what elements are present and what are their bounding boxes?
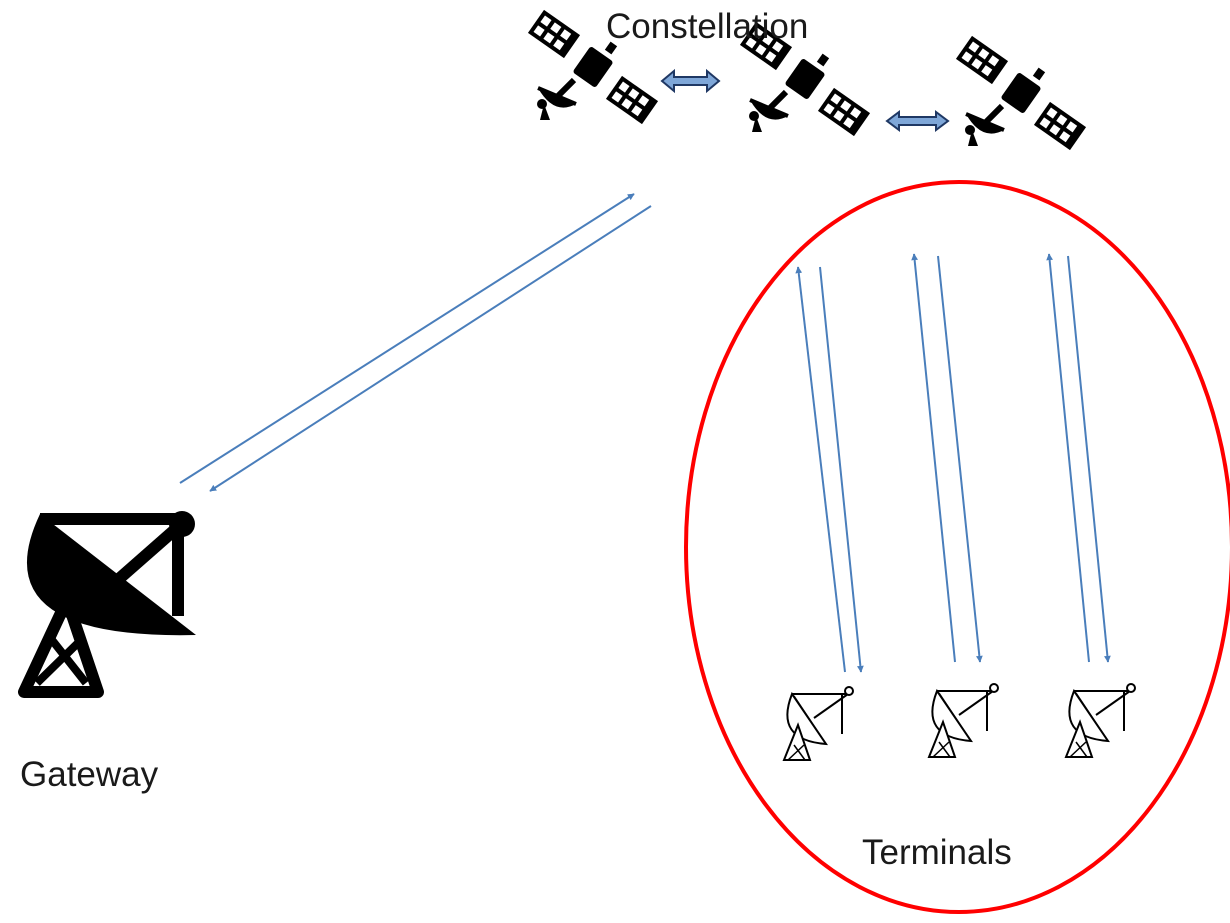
terminal-1-downlink-arrow	[819, 266, 864, 673]
satellite-dish-icon	[18, 511, 197, 698]
terminal-2-downlink-arrow	[937, 255, 983, 663]
terminal-3-uplink-arrow	[1046, 253, 1090, 663]
isl-arrow-1	[660, 68, 721, 94]
terminals-label: Terminals	[862, 833, 1012, 872]
isl-arrow-2	[885, 110, 950, 132]
terminal-3-downlink-arrow	[1067, 255, 1111, 663]
gateway-dish	[18, 511, 197, 698]
satellite-dish-icon	[1065, 683, 1136, 758]
terminal-2-uplink-arrow	[911, 253, 956, 663]
gateway-uplink-arrow	[179, 193, 635, 484]
gateway-downlink-arrow	[209, 205, 652, 492]
terminal-1	[783, 686, 854, 761]
satellite-dish-icon	[928, 683, 999, 758]
terminal-3	[1065, 683, 1136, 758]
satellite-icon	[956, 36, 1086, 150]
gateway-label: Gateway	[20, 755, 159, 794]
satellite-dish-icon	[783, 686, 854, 761]
terminals-region	[684, 180, 1230, 914]
constellation-label: Constellation	[606, 7, 809, 46]
terminal-1-uplink-arrow	[795, 266, 846, 673]
satellite-3	[956, 36, 1086, 150]
terminal-2	[928, 683, 999, 758]
